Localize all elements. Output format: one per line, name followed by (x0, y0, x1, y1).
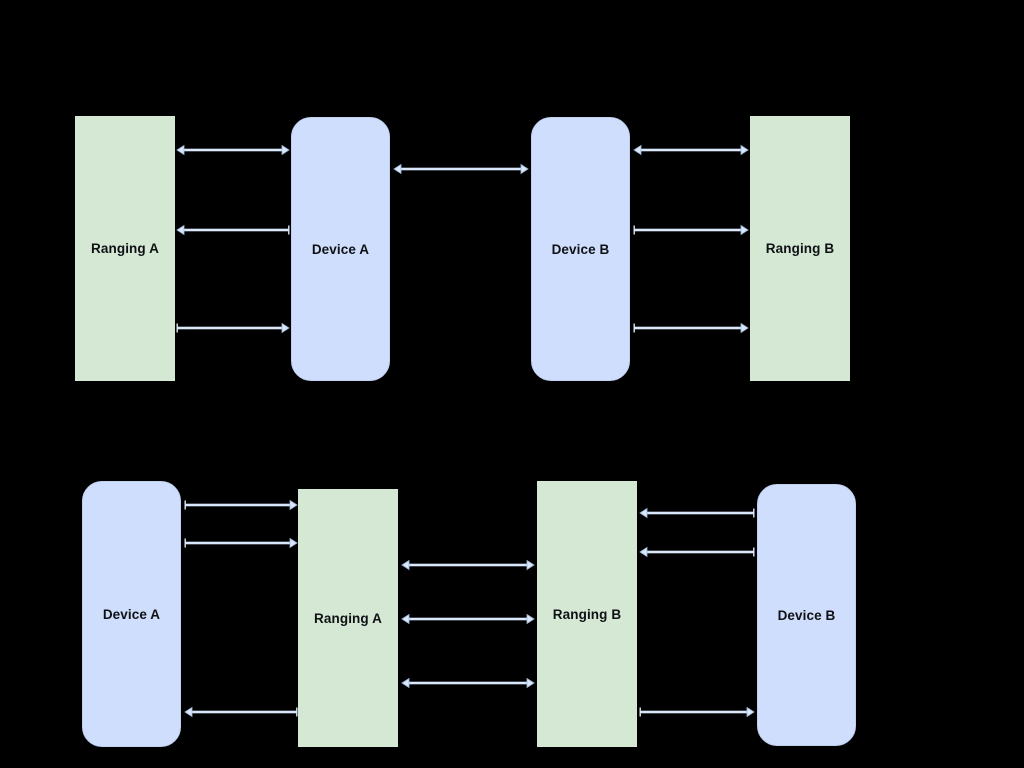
node-top-ranging-b[interactable]: Ranging B (750, 116, 850, 381)
node-label: Device A (102, 606, 161, 622)
arrow-b4-both (392, 558, 544, 572)
arrow-t7-right (624, 321, 758, 335)
node-label: Ranging A (91, 241, 159, 256)
node-bot-device-a[interactable]: Device A (82, 481, 181, 747)
arrow-b9-right (630, 705, 764, 719)
node-label: Device B (551, 241, 610, 257)
node-label: Ranging B (552, 606, 622, 622)
node-bot-ranging-a[interactable]: Ranging A (298, 489, 398, 747)
arrow-t2-left (167, 223, 299, 237)
arrow-b3-left (175, 705, 307, 719)
node-label: Ranging B (765, 241, 835, 256)
arrow-b1-right (175, 498, 307, 512)
node-top-ranging-a[interactable]: Ranging A (75, 116, 175, 381)
node-label: Device A (311, 241, 370, 257)
node-bot-ranging-b[interactable]: Ranging B (537, 481, 637, 747)
arrow-t3-right (167, 321, 299, 335)
arrow-t1-both (167, 143, 299, 157)
node-label: Device B (777, 607, 836, 623)
arrow-b5-both (392, 612, 544, 626)
arrow-t5-both (624, 143, 758, 157)
arrow-b6-both (392, 676, 544, 690)
arrow-b7-left (630, 506, 764, 520)
node-top-device-a[interactable]: Device A (291, 117, 390, 381)
node-bot-device-b[interactable]: Device B (757, 484, 856, 746)
arrow-t4-both (384, 162, 538, 176)
node-label: Ranging A (314, 610, 382, 626)
arrow-b8-left (630, 545, 764, 559)
arrow-t6-right (624, 223, 758, 237)
node-top-device-b[interactable]: Device B (531, 117, 630, 381)
arrow-b2-right (175, 536, 307, 550)
